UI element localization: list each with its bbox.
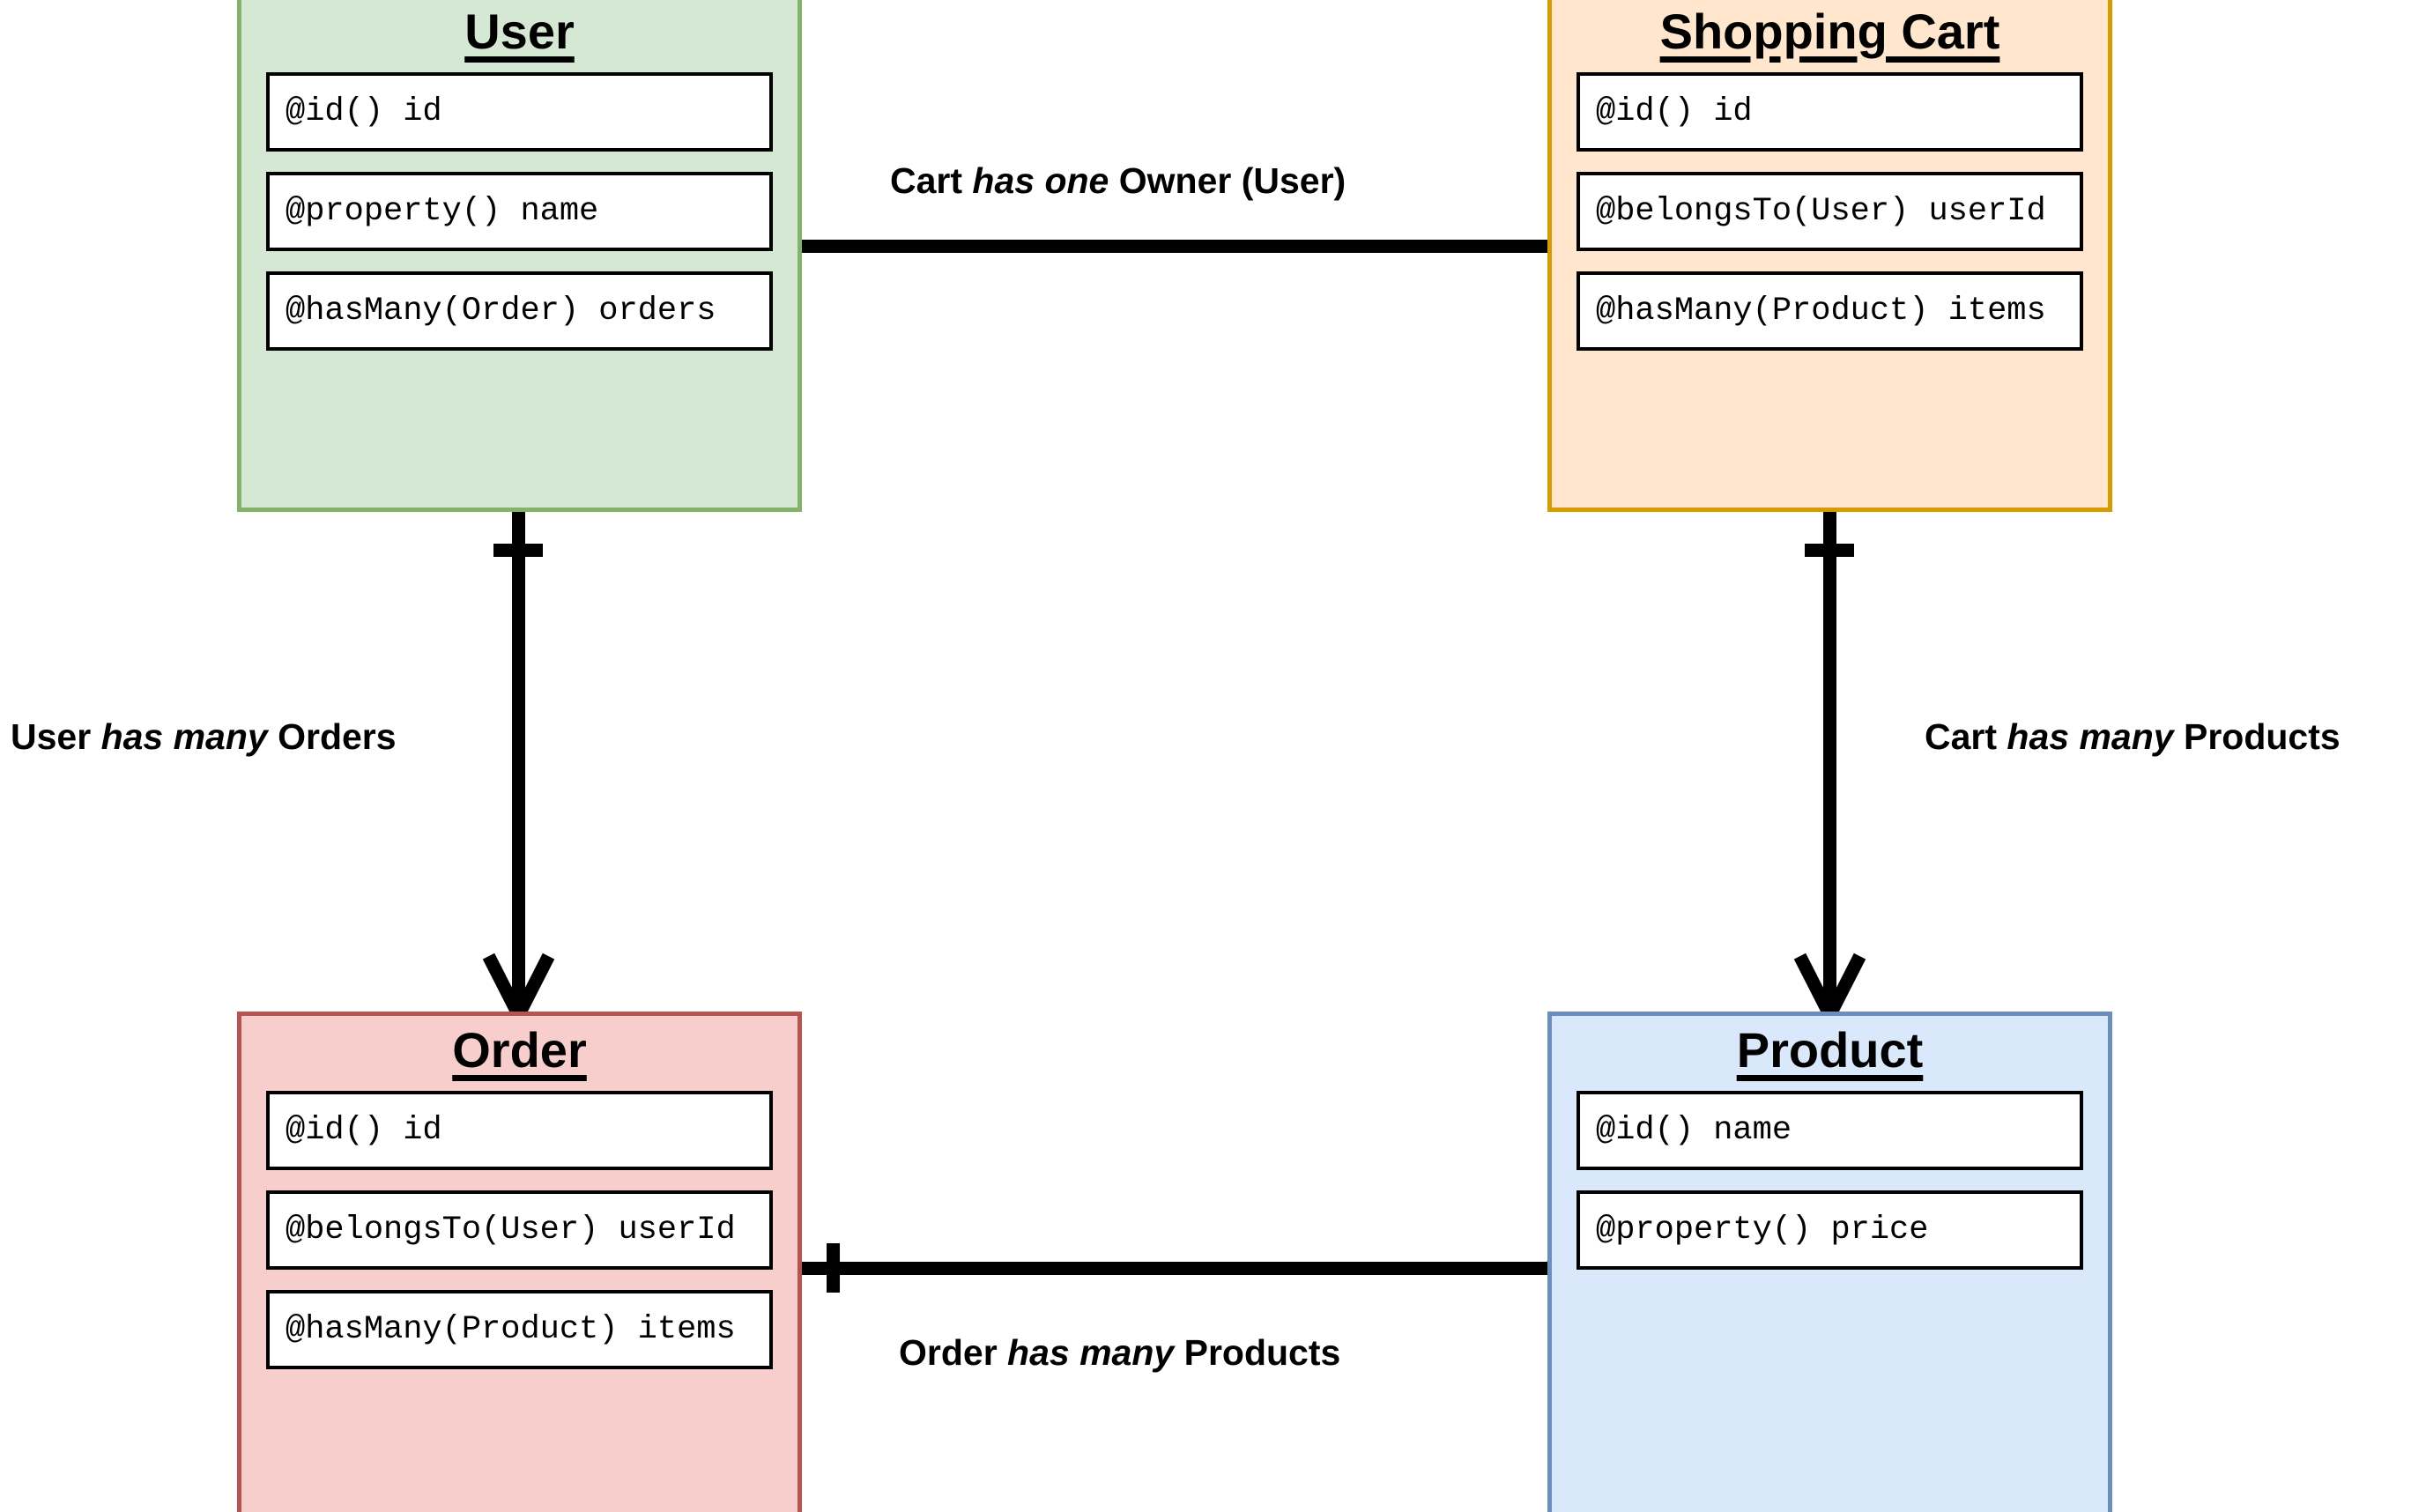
label-prefix: Order	[899, 1332, 1008, 1373]
entity-product[interactable]: Product @id() name @property() price	[1547, 1012, 2112, 1512]
relationship-label-cart-owner: Cart has one Owner (User)	[890, 160, 1346, 201]
relationship-label-cart-products: Cart has many Products	[1925, 716, 2341, 757]
label-suffix: Owner (User)	[1109, 160, 1346, 201]
connector-order-products[interactable]	[797, 1262, 1552, 1275]
label-suffix: Products	[1174, 1332, 1341, 1373]
connector-cart-products[interactable]	[1823, 508, 1836, 1015]
label-emphasis: has one	[972, 160, 1109, 201]
connector-user-orders[interactable]	[512, 508, 525, 1015]
entity-shopping-cart-attributes: @id() id @belongsTo(User) userId @hasMan…	[1552, 71, 2108, 351]
label-prefix: User	[11, 716, 101, 757]
marker-one-user-orders	[493, 544, 543, 557]
entity-shopping-cart[interactable]: Shopping Cart @id() id @belongsTo(User) …	[1547, 0, 2112, 512]
attribute-row: @property() name	[266, 171, 773, 251]
entity-user[interactable]: User @id() id @property() name @hasMany(…	[237, 0, 802, 512]
attribute-row: @id() id	[266, 1090, 773, 1170]
label-suffix: Orders	[267, 716, 397, 757]
marker-one-cart-products	[1805, 544, 1854, 557]
marker-one-order-products	[827, 1243, 840, 1293]
attribute-row: @hasMany(Order) orders	[266, 271, 773, 351]
entity-user-attributes: @id() id @property() name @hasMany(Order…	[241, 71, 797, 351]
attribute-row: @belongsTo(User) userId	[1576, 171, 2083, 251]
attribute-row: @belongsTo(User) userId	[266, 1190, 773, 1270]
entity-shopping-cart-title: Shopping Cart	[1659, 4, 2000, 59]
attribute-row: @id() id	[1576, 71, 2083, 152]
attribute-row: @hasMany(Product) items	[266, 1289, 773, 1369]
relationship-label-user-orders: User has many Orders	[11, 716, 397, 757]
attribute-row: @id() id	[266, 71, 773, 152]
label-prefix: Cart	[890, 160, 973, 201]
relationship-label-order-products: Order has many Products	[899, 1332, 1341, 1373]
entity-order-title: Order	[452, 1022, 587, 1078]
entity-product-title: Product	[1736, 1022, 1924, 1078]
attribute-row: @hasMany(Product) items	[1576, 271, 2083, 351]
entity-user-title: User	[464, 4, 575, 59]
entity-order[interactable]: Order @id() id @belongsTo(User) userId @…	[237, 1012, 802, 1512]
label-suffix: Products	[2173, 716, 2341, 757]
entity-order-attributes: @id() id @belongsTo(User) userId @hasMan…	[241, 1090, 797, 1369]
label-emphasis: has many	[100, 716, 268, 757]
entity-product-attributes: @id() name @property() price	[1552, 1090, 2108, 1270]
label-prefix: Cart	[1925, 716, 2007, 757]
attribute-row: @id() name	[1576, 1090, 2083, 1170]
attribute-row: @property() price	[1576, 1190, 2083, 1270]
connector-cart-owner[interactable]	[797, 240, 1552, 253]
label-emphasis: has many	[2007, 716, 2174, 757]
label-emphasis: has many	[1007, 1332, 1175, 1373]
